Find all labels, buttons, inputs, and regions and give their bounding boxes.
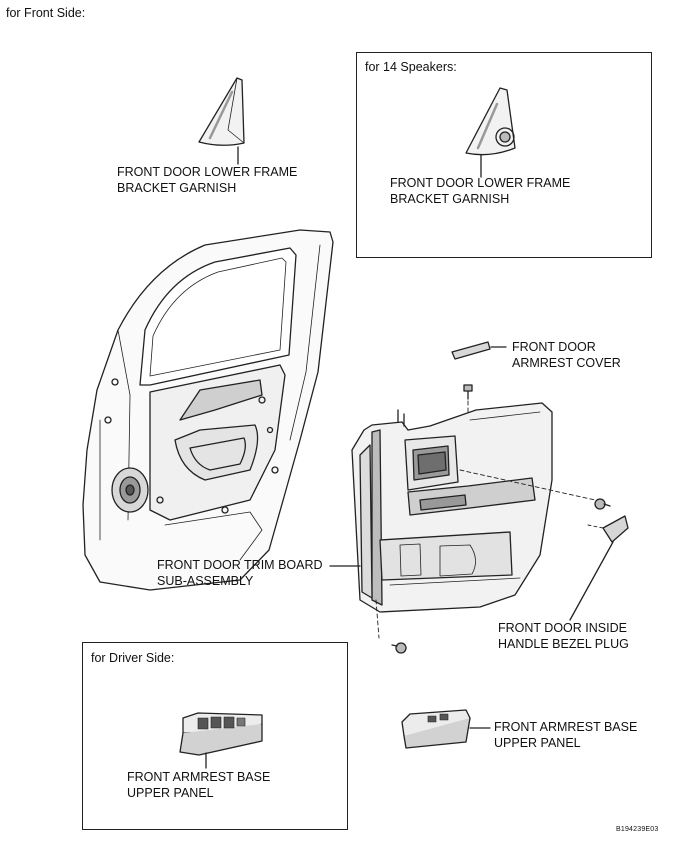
speakers-inset-box: for 14 Speakers: xyxy=(356,52,652,258)
trim-board-label-line2: SUB-ASSEMBLY xyxy=(157,574,254,588)
armrest-cover-label-line2: ARMREST COVER xyxy=(512,356,621,370)
speakers-inset-title: for 14 Speakers: xyxy=(365,60,457,74)
driver-inset-title: for Driver Side: xyxy=(91,651,175,665)
armrest-panel-driver-part xyxy=(179,712,263,769)
garnish-standard-label-line2: BRACKET GARNISH xyxy=(117,181,237,195)
clip-bottom-part xyxy=(375,599,407,654)
figure-code: B194239E03 xyxy=(616,826,659,833)
armrest-panel-pass-part xyxy=(401,709,491,749)
driver-inset-box: for Driver Side: xyxy=(82,642,348,830)
armrest-panel-driver-label-line1: FRONT ARMREST BASE xyxy=(127,770,271,784)
garnish-speaker-part xyxy=(465,87,516,178)
armrest-cover-label-line1: FRONT DOOR xyxy=(512,340,596,354)
screw-side-part xyxy=(459,469,611,510)
diagram-heading: for Front Side: xyxy=(6,6,86,20)
armrest-cover-part xyxy=(451,341,507,360)
door-panel-part xyxy=(82,229,334,591)
trim-board-label-line1: FRONT DOOR TRIM BOARD xyxy=(157,558,323,572)
garnish-standard-label-line1: FRONT DOOR LOWER FRAME xyxy=(117,165,298,179)
bezel-plug-label-line2: HANDLE BEZEL PLUG xyxy=(498,637,629,651)
armrest-panel-pass-label-line1: FRONT ARMREST BASE xyxy=(494,720,638,734)
trim-board-part xyxy=(351,402,553,613)
garnish-speaker-label-line1: FRONT DOOR LOWER FRAME xyxy=(390,176,571,190)
bezel-plug-part xyxy=(569,515,629,621)
garnish-speaker-label-line2: BRACKET GARNISH xyxy=(390,192,510,206)
armrest-panel-driver-label-line2: UPPER PANEL xyxy=(127,786,214,800)
armrest-panel-pass-label-line2: UPPER PANEL xyxy=(494,736,581,750)
bezel-plug-label-line1: FRONT DOOR INSIDE xyxy=(498,621,627,635)
garnish-standard-part xyxy=(198,77,245,165)
